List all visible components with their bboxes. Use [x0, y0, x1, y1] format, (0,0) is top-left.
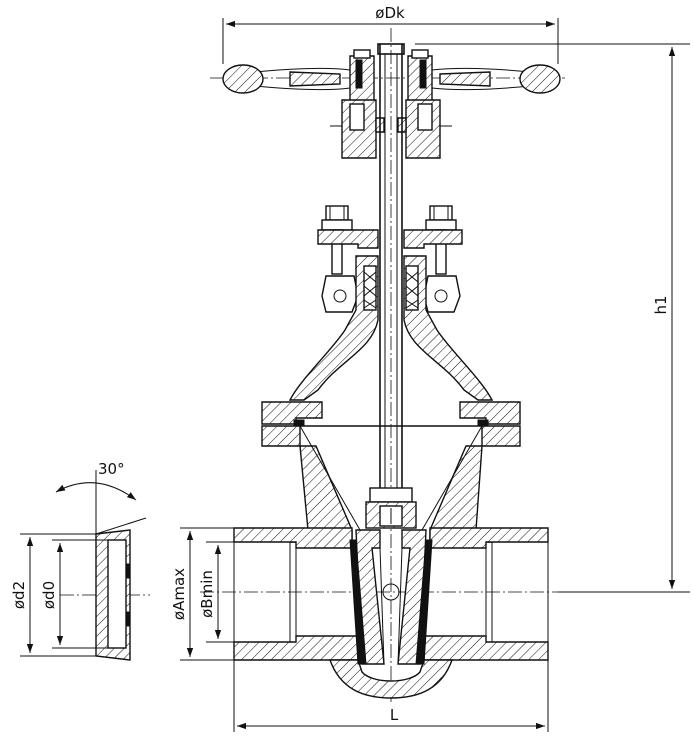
body-flanges: [261, 401, 521, 447]
gate-wedge: [349, 487, 433, 665]
label-length: L: [390, 706, 399, 724]
label-bore-min: øBmin: [198, 570, 216, 618]
label-height: h1: [652, 295, 670, 314]
dimension-lines: [26, 18, 690, 732]
handwheel: [222, 49, 561, 105]
label-bevel-angle: 30°: [98, 460, 125, 478]
label-handwheel-diameter: øDk: [375, 4, 405, 22]
valve-body: [233, 425, 549, 699]
socket-detail: [20, 529, 131, 661]
label-socket-d0: ød0: [40, 581, 58, 609]
dimension-labels: øDk h1 L øAmax øBmin ød2 ød0 30°: [10, 4, 670, 724]
yoke-nut-housing: [330, 99, 452, 159]
label-bore-max: øAmax: [170, 568, 188, 620]
label-socket-d2: ød2: [10, 581, 28, 609]
gland-bolts: [317, 205, 463, 313]
bonnet: [288, 255, 494, 401]
stem: [377, 43, 405, 490]
